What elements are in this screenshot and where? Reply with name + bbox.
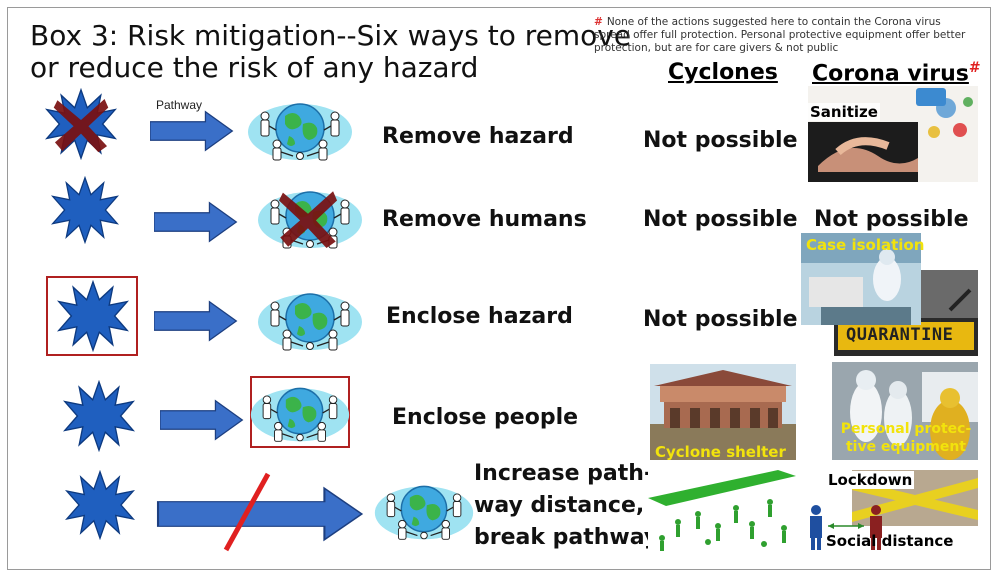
caption-ppe-line-2: tive equipment xyxy=(845,439,967,455)
row-label-increase-pathway: Increase path- way distance, break pathw… xyxy=(474,458,658,554)
case-isolation-photo xyxy=(801,233,921,325)
cyclones-remove-hazard: Not possible xyxy=(643,128,798,153)
corona-remove-humans: Not possible xyxy=(814,207,969,232)
caption-social-distance: Social distance xyxy=(826,532,954,550)
cyclones-enclose-hazard: Not possible xyxy=(643,307,798,332)
caption-case-isolation: Case isolation xyxy=(806,236,925,254)
row-label-line-1: Increase path- xyxy=(474,461,654,486)
sanitize-photo xyxy=(808,86,978,182)
cyclones-remove-humans: Not possible xyxy=(643,207,798,232)
row-label-enclose-people: Enclose people xyxy=(392,405,579,430)
cross-out-icon xyxy=(278,191,338,249)
enclosure-box xyxy=(46,276,138,356)
caption-quarantine: QUARANTINE xyxy=(846,325,954,345)
hazard-star-icon xyxy=(58,281,128,351)
row-label-line-3: break pathway xyxy=(474,525,659,550)
people-globe-icon xyxy=(247,103,353,161)
hazard-star-icon xyxy=(52,177,118,243)
pathway-arrow-icon xyxy=(150,110,234,152)
column-header-corona-text: Corona virus xyxy=(812,61,969,87)
column-header-cyclones: Cyclones xyxy=(668,60,778,85)
caption-ppe: Personal protec- tive equipment xyxy=(836,420,976,456)
ppe-photo xyxy=(832,362,978,460)
hazard-star-icon xyxy=(66,471,134,539)
row-label-enclose-hazard: Enclose hazard xyxy=(386,304,573,329)
people-globe-icon xyxy=(257,293,363,351)
row-label-remove-hazard: Remove hazard xyxy=(382,124,574,149)
pathway-arrow-icon xyxy=(154,201,238,243)
pathway-label: Pathway xyxy=(154,98,205,112)
people-globe-icon xyxy=(250,387,350,443)
footnote: #None of the actions suggested here to c… xyxy=(594,16,974,55)
row-label-line-2: way distance, xyxy=(474,493,645,518)
people-globe-icon xyxy=(374,485,474,541)
cyclone-shelter-photo xyxy=(650,364,796,460)
hazard-star-icon xyxy=(64,381,134,451)
caption-ppe-line-1: Personal protec- xyxy=(840,421,972,437)
title-line-1: Box 3: Risk mitigation--Six ways to remo… xyxy=(30,19,632,52)
break-pathway-slash-icon xyxy=(223,472,271,552)
pathway-arrow-icon xyxy=(154,300,238,342)
slide-title: Box 3: Risk mitigation--Six ways to remo… xyxy=(30,20,631,84)
enclosure-box xyxy=(250,376,350,448)
footnote-text: None of the actions suggested here to co… xyxy=(594,16,966,54)
lockdown-photo xyxy=(852,470,978,526)
caption-cyclone-shelter: Cyclone shelter xyxy=(655,443,786,461)
caption-sanitize: Sanitize xyxy=(808,103,880,121)
title-line-2: or reduce the risk of any hazard xyxy=(30,51,479,84)
caption-lockdown: Lockdown xyxy=(826,471,915,489)
cross-out-icon xyxy=(53,98,109,153)
slide-frame xyxy=(7,7,991,570)
evacuation-figures-image xyxy=(648,468,796,552)
pathway-arrow-icon xyxy=(160,399,244,441)
row-label-remove-humans: Remove humans xyxy=(382,207,587,232)
social-distance-figures-icon xyxy=(810,505,882,550)
column-header-corona-mark: # xyxy=(968,60,981,76)
column-header-corona: Corona virus# xyxy=(812,60,981,86)
footnote-mark: # xyxy=(594,16,603,28)
long-pathway-arrow-icon xyxy=(156,486,364,542)
